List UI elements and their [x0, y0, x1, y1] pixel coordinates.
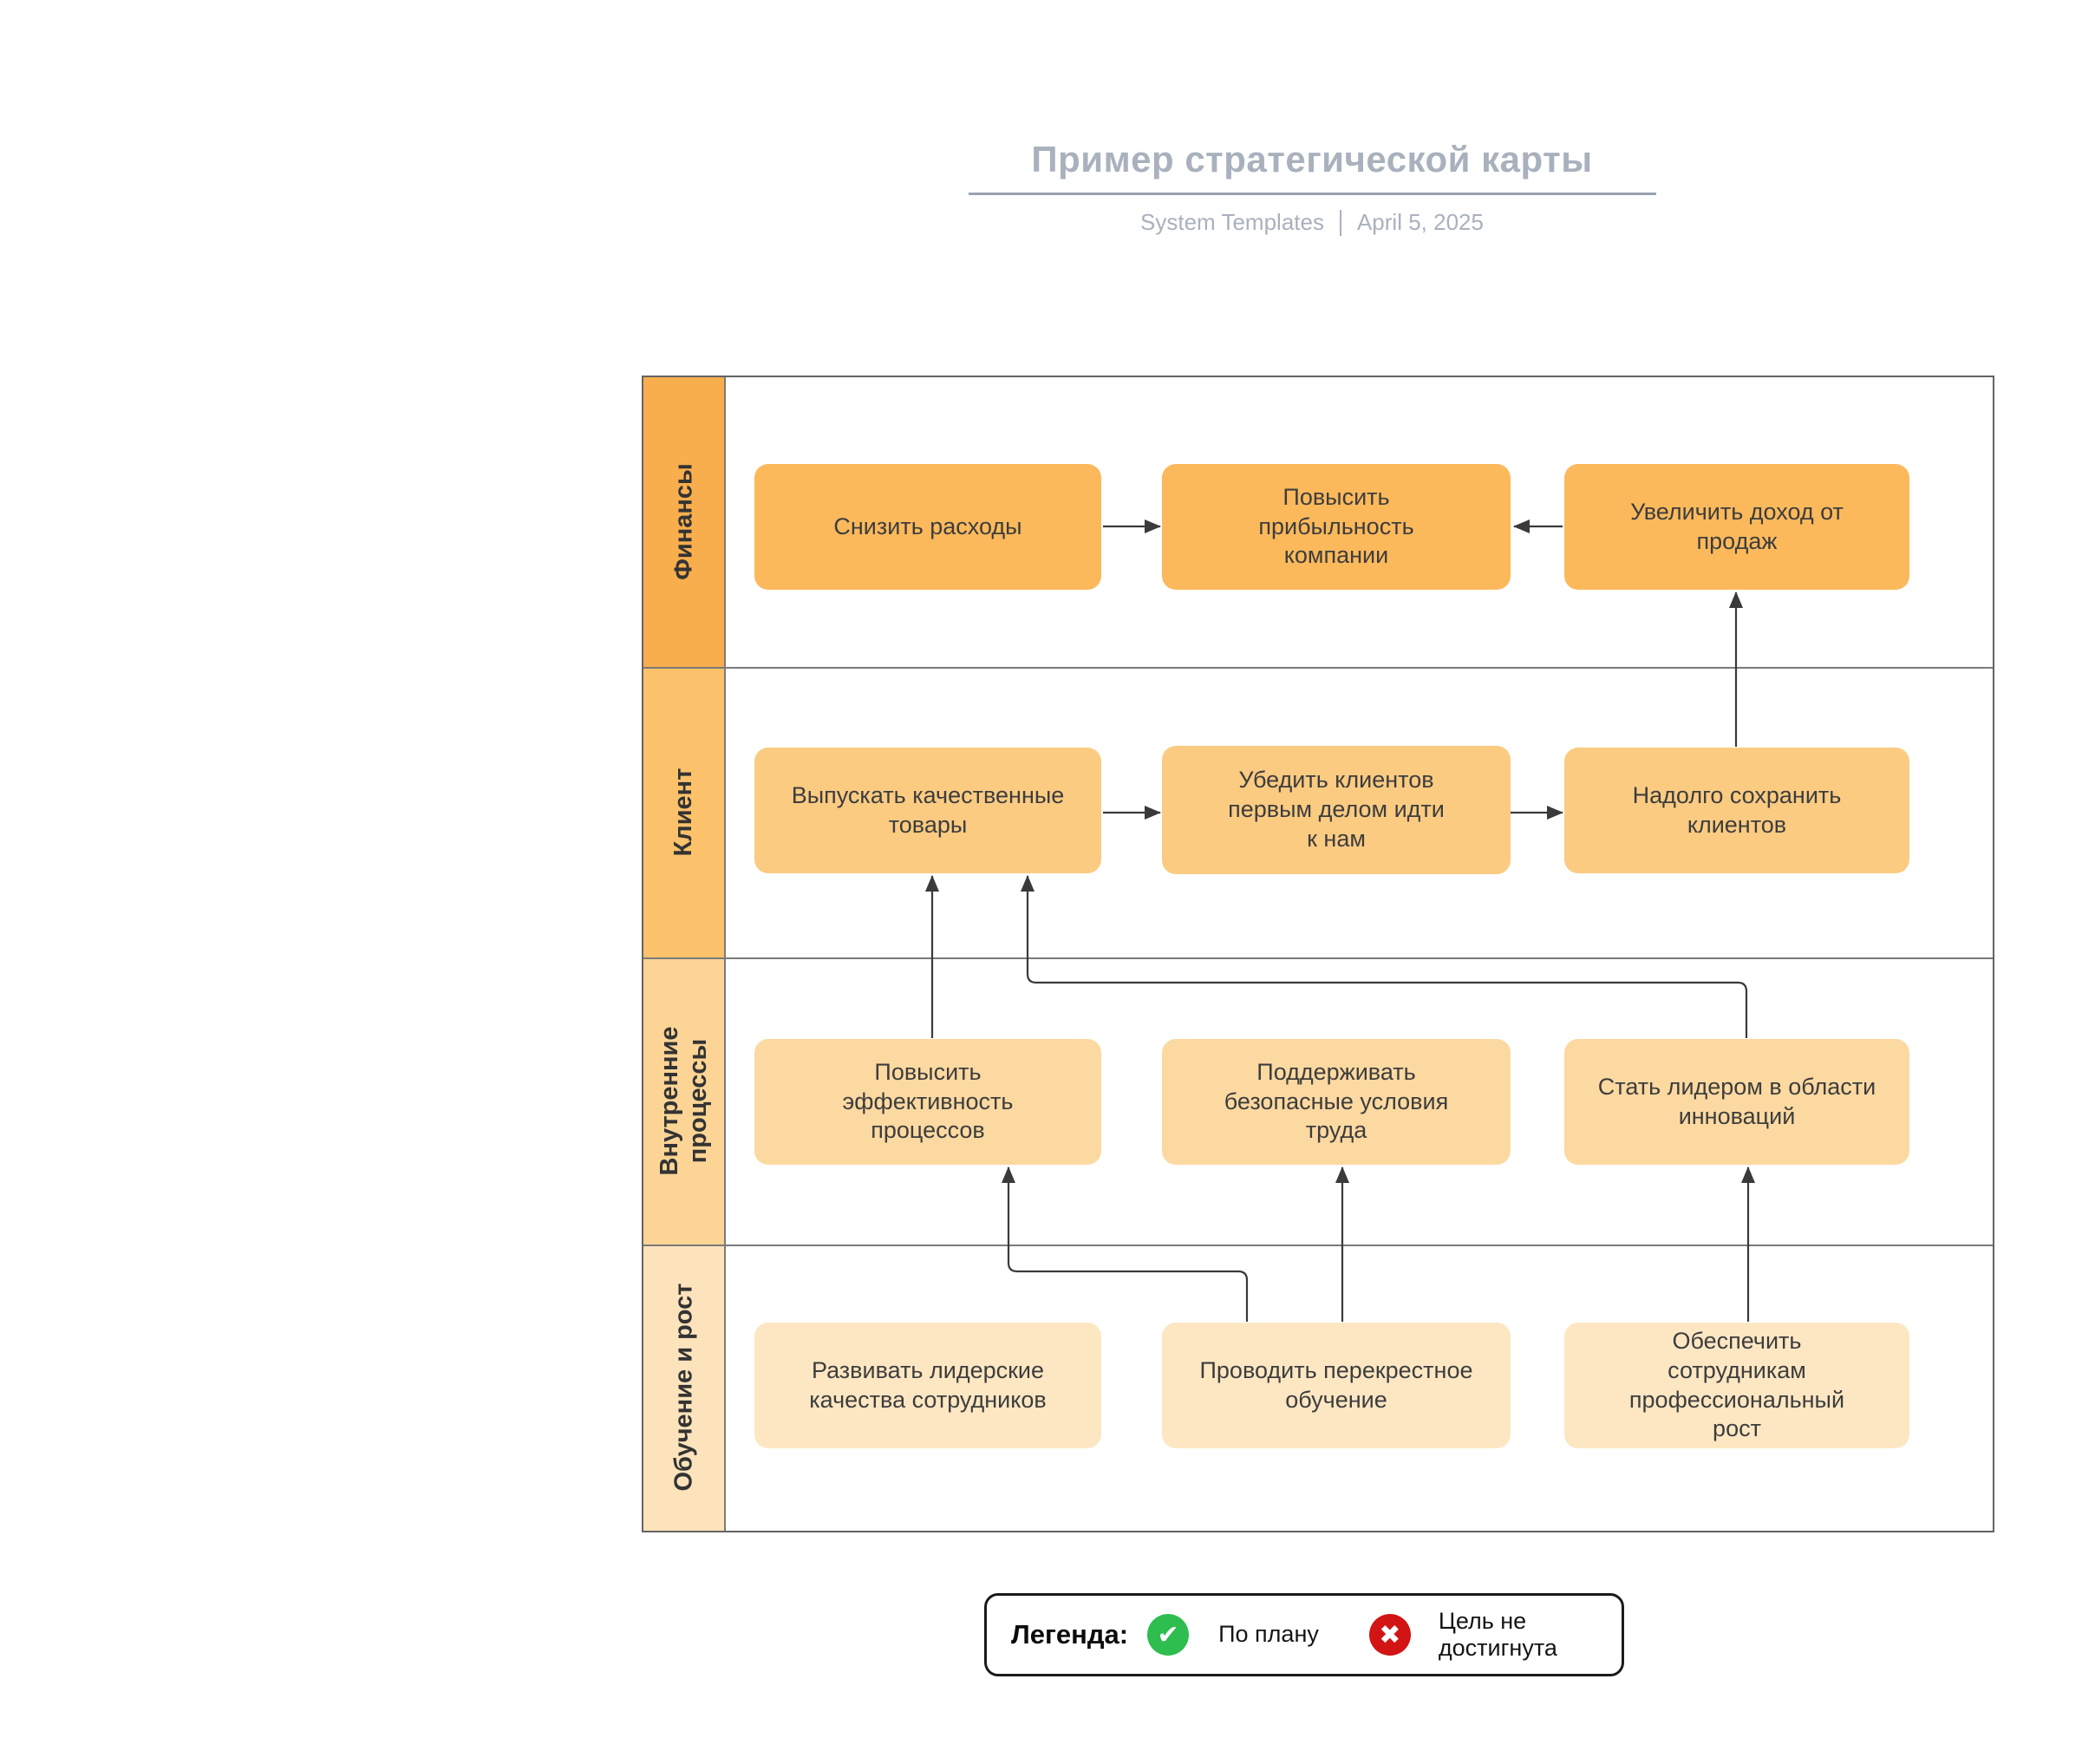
lane-label-customer: Клиент	[669, 768, 698, 857]
lane-label-learning-growth: Обучение и рост	[669, 1283, 698, 1492]
node-label: Убедить клиентов первым делом идти к нам	[1228, 767, 1445, 852]
node-label: Увеличить доход от продаж	[1630, 498, 1844, 554]
node-retain-customers[interactable]: Надолго сохранить клиентов	[1564, 748, 1909, 873]
lane-separator	[643, 1245, 1993, 1246]
subtitle-author: System Templates	[1140, 209, 1324, 235]
node-label: Снизить расходы	[833, 513, 1022, 539]
x-circle-icon: ✖	[1368, 1614, 1411, 1656]
legend-item-goal-missed: ✖ Цель не достигнута	[1368, 1607, 1586, 1662]
lane-header-finance: Финансы	[643, 377, 724, 667]
node-label: Повысить эффективность процессов	[842, 1058, 1014, 1144]
node-safe-working-conditions[interactable]: Поддерживать безопасные условия труда	[1162, 1039, 1511, 1165]
legend: Легенда: ✔ По плану ✖ Цель не достигнута	[984, 1593, 1624, 1676]
lane-header-learning-growth: Обучение и рост	[643, 1245, 724, 1531]
lane-label-internal-processes: Внутренние процессы	[656, 1026, 712, 1176]
legend-item-text: По плану	[1218, 1621, 1319, 1648]
node-quality-products[interactable]: Выпускать качественные товары	[754, 748, 1101, 873]
lane-header-divider	[724, 377, 726, 1531]
subtitle-date: April 5, 2025	[1356, 209, 1484, 235]
legend-label: Легенда:	[1011, 1619, 1129, 1650]
title-block: Пример стратегической карты System Templ…	[878, 139, 1746, 236]
node-label: Обеспечить сотрудникам профессиональный …	[1628, 1328, 1845, 1442]
lane-separator	[643, 957, 1993, 959]
lane-header-internal-processes: Внутренние процессы	[643, 957, 724, 1245]
node-increase-profitability[interactable]: Повысить прибыльность компании	[1162, 464, 1511, 590]
node-convince-customers[interactable]: Убедить клиентов первым делом идти к нам	[1162, 746, 1511, 874]
legend-item-text: Цель не достигнута	[1438, 1607, 1557, 1661]
strategy-map-diagram: Финансы Клиент Внутренние процессы Обуче…	[642, 376, 1994, 1532]
subtitle: System Templates April 5, 2025	[878, 209, 1746, 236]
node-reduce-costs[interactable]: Снизить расходы	[754, 464, 1101, 590]
node-label: Надолго сохранить клиентов	[1632, 781, 1842, 838]
subtitle-separator	[1339, 209, 1341, 236]
node-innovation-leader[interactable]: Стать лидером в области инноваций	[1564, 1039, 1909, 1165]
title-underline	[968, 193, 1656, 195]
node-label: Повысить прибыльность компании	[1258, 483, 1414, 569]
node-increase-sales-revenue[interactable]: Увеличить доход от продаж	[1564, 464, 1909, 590]
node-cross-training[interactable]: Проводить перекрестное обучение	[1162, 1323, 1511, 1448]
node-professional-growth[interactable]: Обеспечить сотрудникам профессиональный …	[1564, 1323, 1909, 1448]
check-circle-icon: ✔	[1147, 1614, 1190, 1656]
lane-header-customer: Клиент	[643, 667, 724, 957]
node-process-efficiency[interactable]: Повысить эффективность процессов	[754, 1039, 1101, 1165]
node-label: Проводить перекрестное обучение	[1199, 1356, 1473, 1413]
node-label: Развивать лидерские качества сотрудников	[809, 1356, 1047, 1413]
node-label: Стать лидером в области инноваций	[1597, 1073, 1876, 1129]
node-leadership-development[interactable]: Развивать лидерские качества сотрудников	[754, 1323, 1101, 1448]
lane-label-finance: Финансы	[669, 463, 698, 580]
node-label: Выпускать качественные товары	[791, 781, 1065, 838]
node-label: Поддерживать безопасные условия труда	[1224, 1058, 1449, 1144]
page-title: Пример стратегической карты	[1031, 139, 1593, 180]
legend-item-on-track: ✔ По плану	[1147, 1614, 1319, 1656]
lane-separator	[643, 667, 1993, 669]
